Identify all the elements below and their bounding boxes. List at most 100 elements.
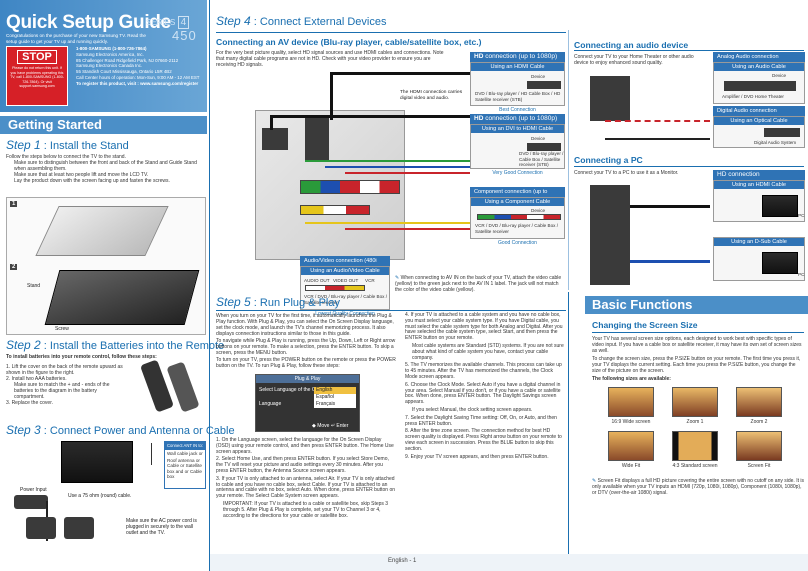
step5-item: 6. Choose the Clock Mode. Select Auto if… xyxy=(405,381,561,406)
size-thumb xyxy=(608,387,654,417)
antenna-icon xyxy=(151,443,161,465)
step1-line: Follow the steps below to connect the TV… xyxy=(6,154,126,160)
digital-audio-box: Using an Optical Cable Digital Audio Sys… xyxy=(713,116,805,148)
component-cable-blue xyxy=(325,166,470,168)
language-option[interactable]: Español xyxy=(316,394,335,400)
pc-hdmi-bar: Using an HDMI Cable xyxy=(714,181,804,189)
getting-started-band xyxy=(0,116,207,134)
pc-tv-panel xyxy=(590,185,630,285)
footer-band xyxy=(210,554,808,571)
stop-title: STOP xyxy=(17,50,57,64)
step5-note: Most cable systems are Standard (STD) sy… xyxy=(412,342,564,361)
size-caption: 16:9 Wide screen xyxy=(611,419,651,425)
pc-monitor-image-2 xyxy=(762,252,798,274)
contact-line: Samsung Electronics Canada Inc. xyxy=(76,63,143,69)
tv-panel-image xyxy=(44,270,200,325)
step3-heading: Step 3 : Connect Power and Antenna or Ca… xyxy=(6,423,235,437)
step1-heading: Step 1 : Install the Stand xyxy=(6,138,129,152)
remote-illustration xyxy=(139,357,204,415)
component-cable-bar: Using a Component Cable xyxy=(471,198,564,206)
pc-dsub-box: Using an D-Sub Cable PC xyxy=(713,237,805,281)
dvi-audio-port xyxy=(262,128,288,150)
basic-column-divider xyxy=(568,292,569,571)
stand-step-1-label: 1 xyxy=(10,201,18,207)
component-cable-green xyxy=(305,160,470,162)
size-caption: Wide Fit xyxy=(621,463,641,469)
analog-audio-box: Using an Audio Cable Device Amplifier / … xyxy=(713,62,805,104)
very-good-connection-label: Very Good Connection xyxy=(492,170,543,176)
step5-rule xyxy=(216,310,566,311)
column-divider xyxy=(209,0,210,571)
step3-number: 3 xyxy=(34,423,41,437)
hdmi-connection-header-1: HD connection (up to 1080p) xyxy=(470,52,565,62)
language-option[interactable]: Français xyxy=(316,401,336,407)
step5-item: 7. Select the Daylight Saving Time setti… xyxy=(405,414,557,427)
device-label: Device xyxy=(531,136,546,141)
guide-title: Quick Setup Guide xyxy=(6,12,171,33)
pc-rule xyxy=(574,166,804,167)
step1-title: Install the Stand xyxy=(49,140,129,152)
step2-title: Install the Batteries into the Remote xyxy=(49,340,225,352)
size-caption: Screen Fit xyxy=(747,463,771,469)
step5-p3: To turn on your TV, press the POWER butt… xyxy=(216,357,396,369)
audio-intro: Connect your TV to your Home Theater or … xyxy=(574,54,694,66)
step4-rule xyxy=(216,32,566,33)
contact-line: Samsung Electronics America, Inc. xyxy=(76,51,144,57)
screen-size-p2: To change the screen size, press the P.S… xyxy=(592,356,801,374)
step5-heading: Step 5 : Run Plug & Play xyxy=(216,295,340,309)
step5-item: 9. Enjoy your TV screen appears, and the… xyxy=(405,453,549,460)
size-caption: Zoom 2 xyxy=(750,419,768,425)
stand-part-1 xyxy=(35,206,169,256)
contact-block: 1-800-SAMSUNG (1-800-726-7864) Samsung E… xyxy=(76,46,204,87)
dvi-cable-bar: Using an DVI to HDMI Cable xyxy=(471,125,564,133)
size-thumb xyxy=(736,431,782,461)
pc-intro: Connect your TV to a PC to use it as a M… xyxy=(574,170,679,176)
contact-line: 55 Standish Court Mississauga, Ontario L… xyxy=(76,69,172,75)
size-thumb xyxy=(672,387,718,417)
step5-steps-col1: 1. On the Language screen, select the la… xyxy=(216,437,396,519)
av-cable-yellow xyxy=(305,222,470,224)
optical-cable-bar: Using an Optical Cable xyxy=(714,117,804,125)
digital-audio-image xyxy=(764,128,800,137)
av-port-image xyxy=(305,285,365,291)
device-label: Device xyxy=(531,74,546,79)
hdmi-port-block xyxy=(305,118,329,160)
av-cable-red xyxy=(345,228,470,230)
device-label: Device xyxy=(531,208,546,213)
power-antenna-illustration: Connect ANT IN to: Wall cable jack or Ro… xyxy=(6,441,206,566)
series-label: SERIES 4 xyxy=(146,16,190,29)
device-label: Device xyxy=(772,73,787,78)
av-note: ✎ When connecting to AV IN on the back o… xyxy=(395,275,562,293)
plug-image-2 xyxy=(64,517,94,539)
step5-important: IMPORTANT: If your TV is attached to a c… xyxy=(223,500,389,519)
language-list: English Español Français xyxy=(314,387,356,408)
size-caption: 4:3 Standard screen xyxy=(672,463,718,469)
hdmi-device-desc: DVD / Blu-ray player / HD Cable Box / HD… xyxy=(475,91,561,102)
step1-text: Follow the steps below to connect the TV… xyxy=(6,154,206,184)
register-link[interactable]: To register this product, visit : www.sa… xyxy=(76,80,199,86)
step5-steps-col2: 4. If your TV is attached to a cable sys… xyxy=(405,312,565,460)
getting-started-title: Getting Started xyxy=(8,117,102,132)
power-cord-note: Make sure the AC power cord is plugged i… xyxy=(126,518,197,536)
step2-item: 3. Replace the cover. xyxy=(6,400,53,406)
av-cable-bar: Using an Audio/Video Cable xyxy=(301,267,389,275)
step4-title: Connect External Devices xyxy=(259,16,387,28)
device-port-image xyxy=(527,81,561,89)
component-port-row xyxy=(300,180,400,194)
screen-size-p1: Your TV has several screen size options,… xyxy=(592,336,802,354)
best-connection-label: Best Connection xyxy=(499,107,536,113)
plug-image-1 xyxy=(26,517,56,539)
pc-dsub-cable xyxy=(630,260,710,263)
language-option-selected[interactable]: English xyxy=(314,387,356,394)
step2-number: 2 xyxy=(34,338,41,352)
step5-item: 2. Select Home Use, and then press ENTER… xyxy=(216,456,389,474)
menu-row-label: Select Language of the OSD xyxy=(259,387,323,393)
step5-item: 1. On the Language screen, select the la… xyxy=(216,437,394,455)
tv-back-image xyxy=(61,441,133,483)
analog-audio-header: Analog Audio connection xyxy=(713,52,805,62)
ant-in-title: Connect ANT IN to: xyxy=(165,442,205,450)
hdmi-connection-header-2: HD connection (up to 1080p) xyxy=(470,114,565,124)
ant-in-option: Roof antenna or xyxy=(167,457,200,463)
audio-cable-bar: Using an Audio Cable xyxy=(714,63,804,71)
digital-audio-label: Digital Audio System xyxy=(754,140,797,145)
